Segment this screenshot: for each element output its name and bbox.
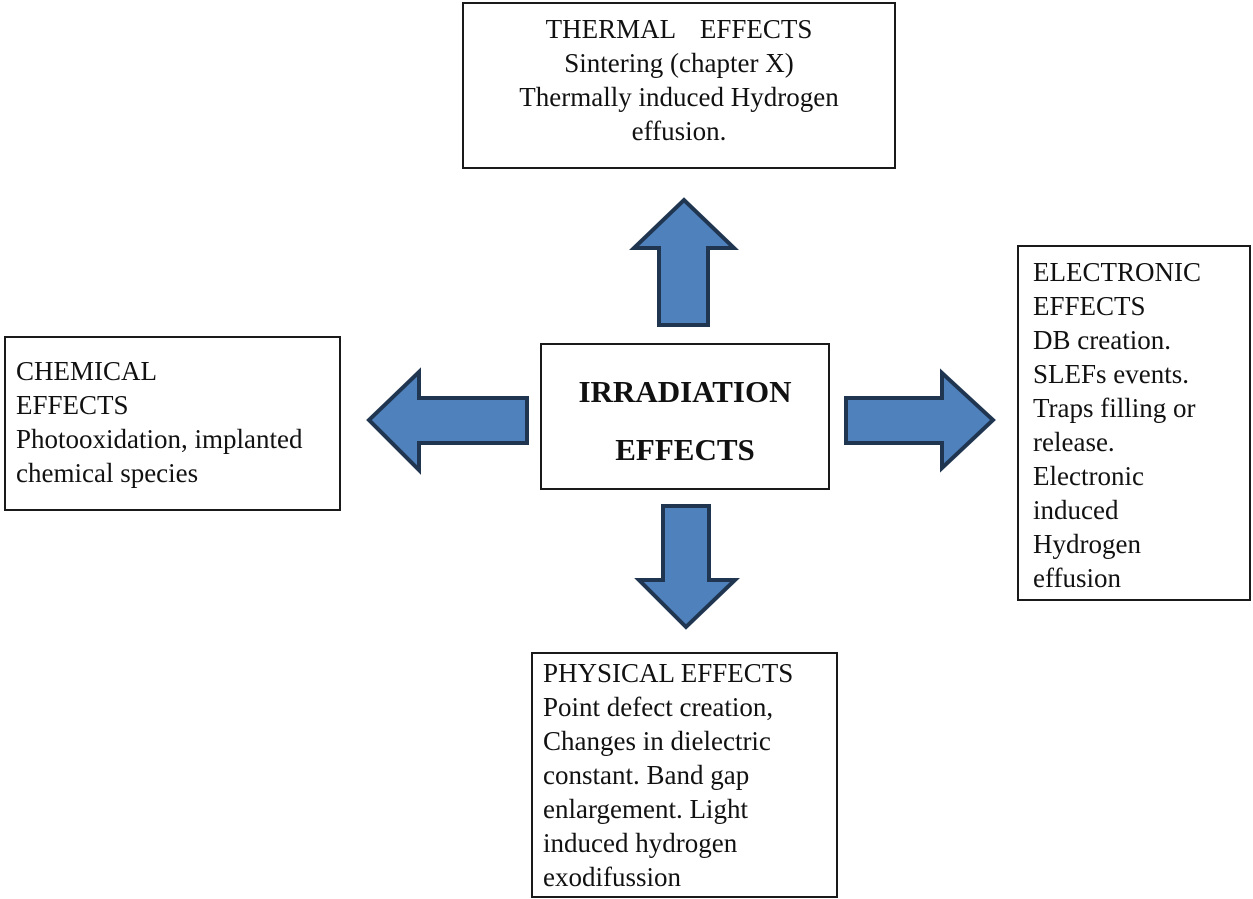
electronic-effects-line: induced (1033, 495, 1119, 525)
electronic-effects-line: SLEFs events. (1033, 359, 1190, 389)
thermal-effects-line: Thermally induced Hydrogen (519, 82, 839, 112)
physical-effects-box: PHYSICAL EFFECTS Point defect creation, … (531, 652, 838, 898)
electronic-effects-line: Hydrogen (1033, 529, 1141, 559)
physical-effects-line: Changes in dielectric (543, 726, 771, 756)
physical-effects-line: constant. Band gap (543, 760, 750, 790)
arrow-right (844, 368, 996, 473)
center-title-line: IRRADIATION (578, 374, 792, 409)
electronic-effects-line: effusion (1033, 563, 1121, 593)
chemical-effects-title: CHEMICAL (16, 356, 157, 386)
electronic-effects-title: EFFECTS (1033, 291, 1146, 321)
arrow-up (629, 197, 739, 327)
electronic-effects-line: Electronic (1033, 461, 1144, 491)
physical-effects-line: exodifussion (543, 862, 681, 892)
thermal-effects-line: effusion. (631, 116, 727, 146)
physical-effects-title: PHYSICAL EFFECTS (543, 658, 794, 688)
physical-effects-line: enlargement. Light (543, 794, 748, 824)
electronic-effects-box: ELECTRONIC EFFECTS DB creation. SLEFs ev… (1017, 245, 1251, 601)
electronic-effects-line: release. (1033, 427, 1115, 457)
electronic-effects-line: Traps filling or (1033, 393, 1196, 423)
electronic-effects-line: DB creation. (1033, 325, 1171, 355)
center-title-line: EFFECTS (615, 432, 755, 467)
arrow-down (634, 504, 740, 630)
chemical-effects-line: Photooxidation, implanted (16, 424, 303, 454)
chemical-effects-box: CHEMICAL EFFECTS Photooxidation, implant… (4, 336, 341, 511)
thermal-effects-title: THERMAL EFFECTS (545, 14, 813, 44)
irradiation-effects-box: IRRADIATION EFFECTS (540, 343, 830, 490)
physical-effects-line: induced hydrogen (543, 828, 738, 858)
physical-effects-line: Point defect creation, (543, 692, 774, 722)
arrow-left (366, 367, 529, 475)
thermal-effects-box: THERMAL EFFECTS Sintering (chapter X) Th… (462, 2, 896, 169)
thermal-effects-line: Sintering (chapter X) (564, 48, 794, 78)
chemical-effects-line: chemical species (16, 458, 199, 488)
electronic-effects-title: ELECTRONIC (1033, 257, 1201, 287)
chemical-effects-title: EFFECTS (16, 390, 129, 420)
